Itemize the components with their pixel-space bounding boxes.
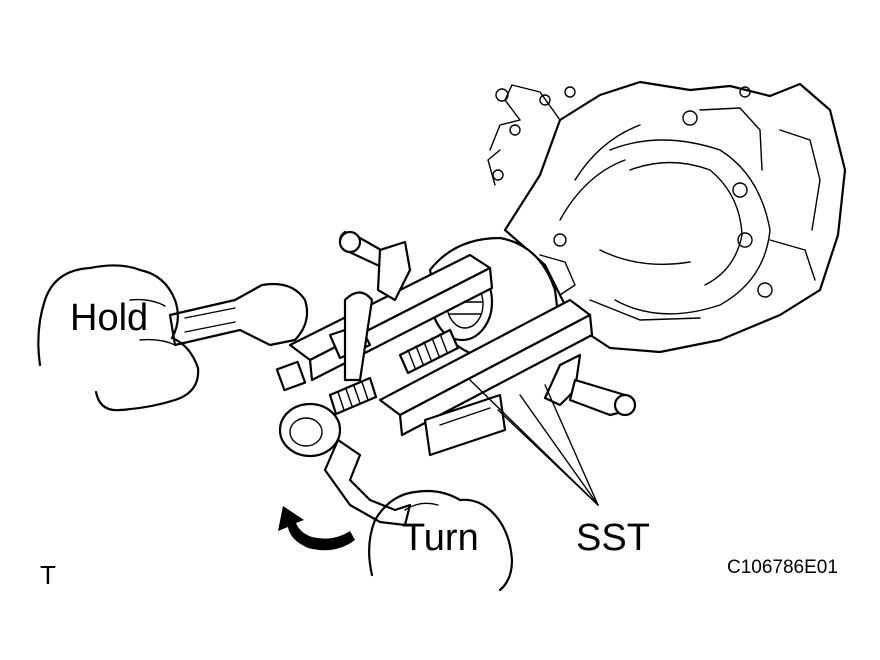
left-hand — [37, 264, 200, 412]
figure-id: C106786E01 — [727, 557, 838, 578]
right-hand — [368, 489, 514, 592]
sst-puller — [288, 230, 637, 457]
center-bolt-lower — [328, 376, 378, 416]
sst-leader-lines — [469, 379, 599, 506]
sst-label: SST — [576, 517, 650, 559]
turn-label: Turn — [402, 517, 479, 559]
adjustable-wrench — [168, 282, 309, 392]
socket-handle — [278, 402, 412, 527]
corner-mark: T — [40, 560, 56, 590]
curved-arrow-counterclockwise-icon — [278, 506, 355, 551]
transmission-housing — [487, 80, 847, 354]
hold-label: Hold — [70, 297, 148, 339]
center-bolt-upper — [398, 328, 460, 375]
